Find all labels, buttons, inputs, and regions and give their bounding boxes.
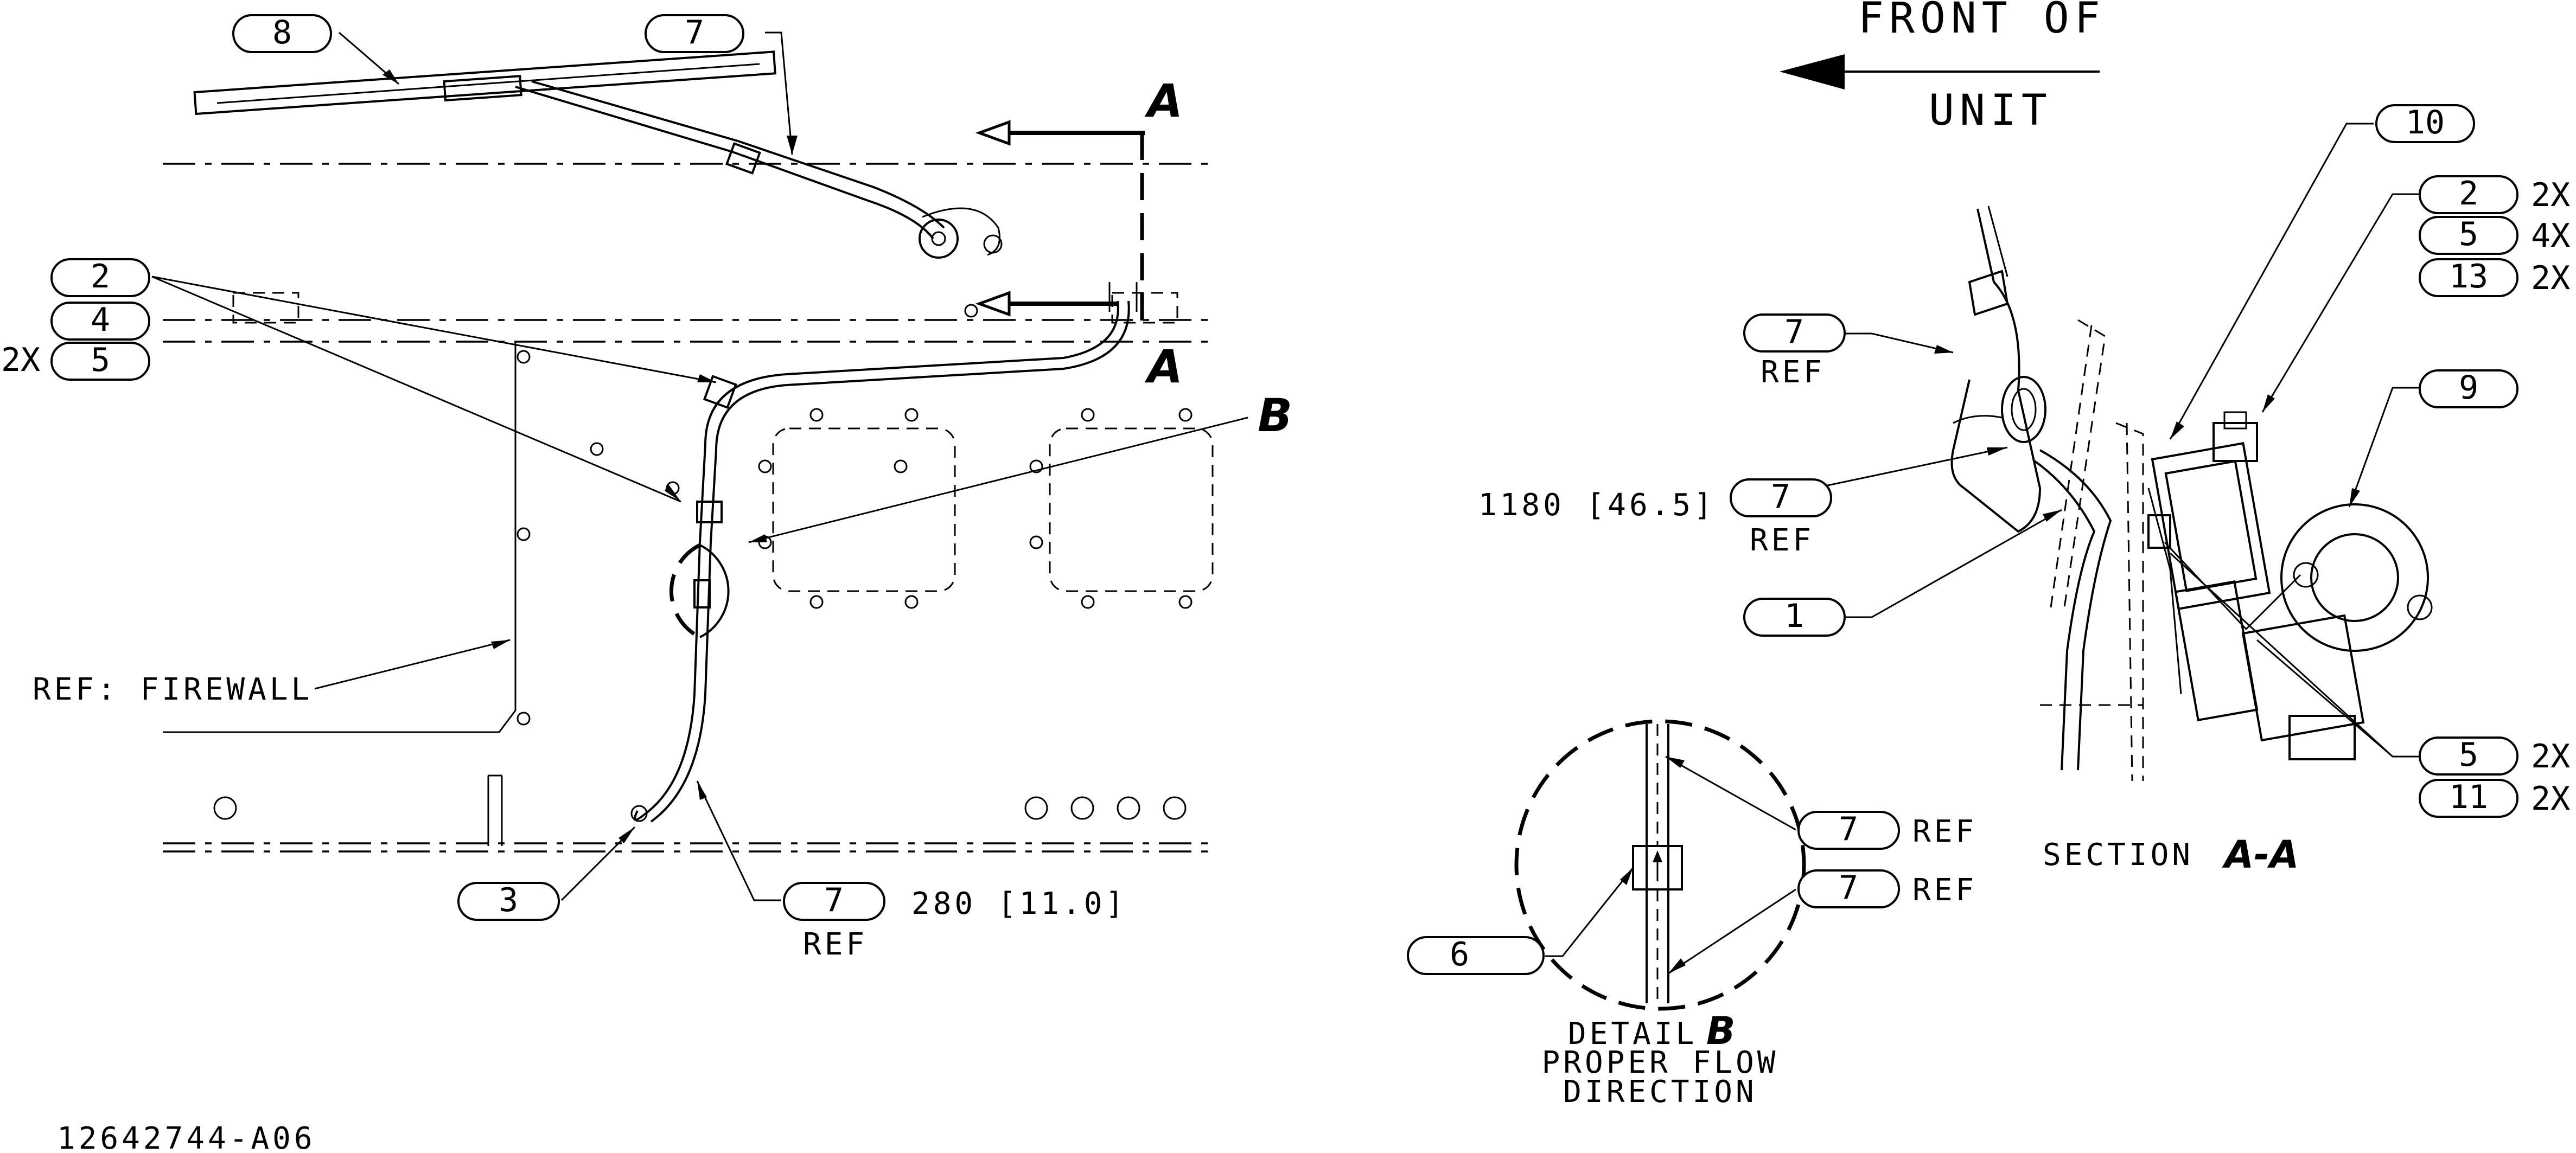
svg-text:UNIT: UNIT (1929, 86, 2052, 135)
svg-text:7: 7 (1839, 810, 1858, 848)
svg-text:7: 7 (1771, 478, 1790, 516)
section-a-a-view: 10 2 2X 5 4X 13 2X 9 7 REF 1180 [46.5] 7 (1478, 104, 2570, 877)
svg-text:5: 5 (2459, 736, 2478, 774)
section-marker-a-bottom: A (1144, 340, 1183, 393)
svg-text:6: 6 (1450, 936, 1469, 973)
detail-b-view: 7 REF 7 REF 6 DETAIL B PROPER FLOW DIREC… (1407, 719, 1977, 1110)
callout-7-sec2-ref: REF (1750, 523, 1814, 558)
callout-7-bottom-dim: 280 [11.0] (911, 886, 1127, 921)
callout-6: 6 (1407, 936, 1545, 975)
leaders-detail (1545, 755, 1796, 975)
svg-text:13: 13 (2449, 258, 2488, 296)
callout-7-detail2-ref: REF (1912, 873, 1977, 908)
detail-marker-b: B (1258, 389, 1292, 442)
main-view: A A B 8 7 (1, 14, 1292, 962)
motor-housing (2280, 503, 2429, 652)
callout-5-right: 5 (2419, 215, 2518, 255)
panel-opening-right (1049, 427, 1214, 592)
firewall-outline (163, 342, 517, 733)
callout-13-qty: 2X (2531, 259, 2570, 297)
svg-text:2: 2 (2459, 175, 2478, 213)
section-caption-letters: A-A (2222, 832, 2299, 877)
svg-text:2: 2 (91, 258, 110, 296)
drawing-number: 12642744-A06 (57, 1121, 316, 1153)
detail-b-boundary (1514, 719, 1806, 1011)
svg-text:5: 5 (91, 341, 110, 379)
svg-text:11: 11 (2449, 778, 2488, 816)
firewall-label: REF: FIREWALL (33, 672, 313, 707)
leaders-main (151, 31, 1248, 901)
callout-7-bottom: 7 (783, 881, 885, 921)
panel-opening-left (772, 427, 956, 592)
wiper-blade (193, 50, 776, 116)
callout-4-left: 4 (50, 301, 150, 341)
svg-text:9: 9 (2459, 369, 2478, 407)
callout-7-sec1: 7 (1743, 313, 1846, 353)
svg-text:7: 7 (685, 14, 704, 52)
svg-text:5: 5 (2459, 215, 2478, 253)
callout-11-qty: 2X (2531, 780, 2570, 818)
callout-1: 1 (1743, 597, 1846, 637)
svg-text:1: 1 (1784, 597, 1804, 635)
callout-7-bottom-ref: REF (803, 927, 868, 962)
front-of-unit-indicator: FRONT OF UNIT (1780, 0, 2106, 135)
callout-3: 3 (457, 881, 560, 921)
callout-7-sec2: 7 (1730, 478, 1832, 517)
detail-caption-line2: PROPER FLOW (1542, 1045, 1779, 1080)
detail-caption-word: DETAIL (1568, 1016, 1697, 1052)
section-caption: SECTION (2043, 837, 2194, 873)
flow-arrow-icon (1653, 850, 1662, 862)
callout-2-left: 2 (50, 258, 150, 297)
detail-b-circle (669, 543, 701, 639)
callout-5-left-qty: 2X (1, 341, 40, 379)
svg-text:3: 3 (499, 881, 518, 919)
callout-5-left: 5 (50, 341, 150, 381)
callout-13: 13 (2419, 258, 2518, 297)
callout-7-sec2-dim: 1180 [46.5] (1478, 488, 1716, 523)
callout-2-right-qty: 2X (2531, 176, 2570, 214)
callout-7-sec1-ref: REF (1761, 355, 1825, 390)
detail-caption-letter: B (1706, 1009, 1735, 1053)
section-marker-a-top: A (1144, 74, 1183, 127)
svg-text:7: 7 (824, 881, 844, 919)
callout-5-section: 5 (2419, 736, 2518, 776)
svg-text:8: 8 (272, 14, 292, 52)
callout-2-right: 2 (2419, 175, 2518, 214)
callout-11: 11 (2419, 778, 2518, 818)
callout-7-detail2: 7 (1797, 869, 1900, 908)
callout-7-detail1-ref: REF (1912, 814, 1977, 849)
detail-caption-line3: DIRECTION (1563, 1074, 1757, 1110)
washer-hose (630, 282, 1138, 823)
svg-text:7: 7 (1839, 869, 1858, 907)
callout-5-right-qty: 4X (2531, 217, 2570, 255)
callout-10: 10 (2375, 104, 2475, 143)
wiper-arm (515, 80, 1003, 259)
direction-arrow-icon (1780, 54, 1845, 89)
fasteners (213, 304, 1193, 820)
svg-text:10: 10 (2406, 104, 2445, 142)
leaders-section (1744, 123, 2420, 758)
section-cut-line (975, 120, 1145, 325)
callout-7-detail1: 7 (1797, 810, 1900, 850)
svg-text:FRONT OF: FRONT OF (1858, 0, 2106, 43)
svg-text:4: 4 (91, 301, 110, 339)
callout-7-top: 7 (645, 14, 744, 53)
callout-8: 8 (232, 14, 332, 53)
svg-text:7: 7 (1784, 313, 1804, 351)
callout-9: 9 (2419, 369, 2518, 408)
callout-5-section-qty: 2X (2531, 738, 2570, 776)
